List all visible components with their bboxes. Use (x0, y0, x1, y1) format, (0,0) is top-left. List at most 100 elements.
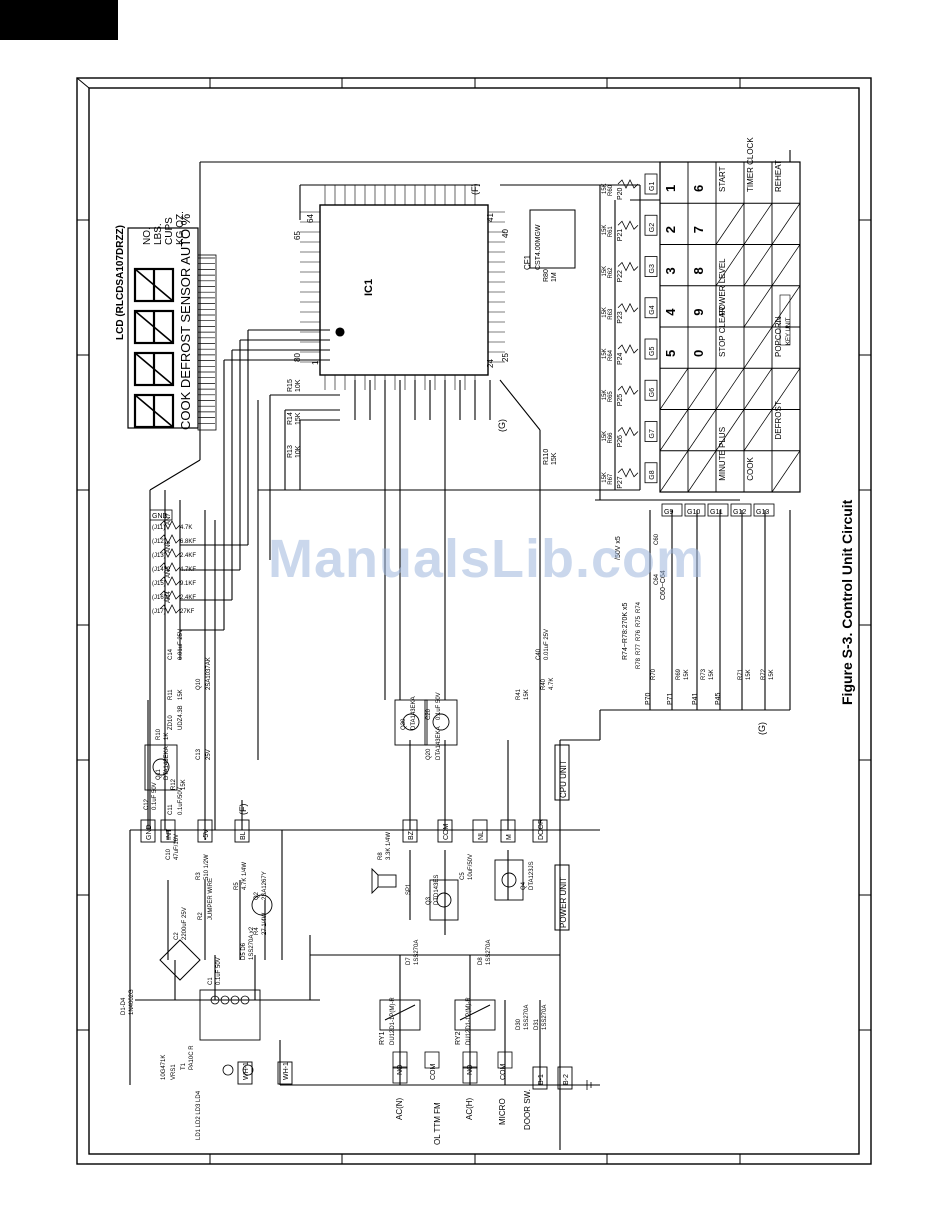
key-row_num1-4: 5 (663, 350, 678, 357)
pw-d30: D30 (516, 1018, 522, 1030)
page-corner-tab (0, 0, 118, 40)
pw-vrs1_val: 10G471K (161, 1055, 167, 1080)
r13-label: R13 (287, 445, 294, 458)
pw-c1_val: 0.1uF 50V (216, 957, 222, 985)
cpu-q11: Q11 (156, 768, 162, 780)
cpu-unit-label: CPU UNIT (559, 760, 568, 798)
gnd-box-label: GND (152, 513, 168, 520)
p41-label: P41 (692, 692, 699, 705)
r73-label: R73 (701, 668, 707, 680)
j-value: 4.7K (180, 525, 192, 531)
keypad-port: P24 (617, 352, 624, 365)
pw-q4_part: DTA123JS (529, 861, 535, 890)
pw-c2: C2 (174, 932, 180, 940)
pw-d7: D7 (406, 957, 412, 965)
cpu-r41_val: 15K (524, 689, 530, 700)
cpu-q30: Q30 (401, 718, 407, 730)
lcd-digit (133, 267, 175, 303)
an4-label: AN4 (166, 591, 172, 603)
ic1-body (319, 204, 489, 376)
cpu-zd10_part: UDZ4.3B (178, 705, 184, 730)
pw-t1_part: PA10C R (189, 1045, 195, 1070)
cpu-q11_part: DTA143EKA (164, 746, 170, 780)
j-value: 27KF (180, 609, 195, 615)
key-row_func1-4: STOP CLEAR (718, 306, 727, 357)
c64-label: C64 (654, 573, 660, 585)
j-value: 2.4KF (180, 595, 196, 601)
pw-r4_val: 27 1/4W (262, 912, 268, 935)
keypad-port: P22 (617, 270, 624, 283)
keypad-res-value: 15K (602, 472, 608, 483)
c60-c64-label: C60~C64 (660, 570, 667, 600)
cpu-c13: C13 (196, 748, 202, 760)
res-15k-1: 15K (709, 669, 715, 680)
pw-q3_part: DTD143ES (434, 875, 440, 905)
r74-label: R74 (636, 601, 642, 613)
key-row_num2-0: 6 (691, 185, 706, 192)
key-row_func3-4: POPCORN (774, 316, 783, 357)
pw-vrs1: VRS1 (171, 1064, 177, 1080)
connector-bz: BZ (408, 830, 415, 840)
cpu-r40_val: 4.7K (549, 678, 555, 690)
key-row_num2-2: 8 (691, 267, 706, 274)
lcd-unit-label: NO. (142, 227, 153, 245)
pw-r5: R5 (234, 882, 240, 890)
keypad-resistor: R61 (608, 226, 614, 238)
lcd-segment-text: COOK DEFROST SENSOR AUTO % (178, 213, 193, 430)
key-row_func3-6: DEFROST (774, 401, 783, 439)
key-row_num2-1: 7 (691, 226, 706, 233)
keypad-g-label: G4 (649, 305, 656, 314)
connector-int: INT (166, 828, 173, 840)
ref-f-bottom: (F) (238, 804, 248, 816)
cpu-r12: R12 (171, 778, 177, 790)
pw-c10_val: 47uF/16V (174, 834, 180, 860)
pw-c5: C5 (460, 872, 466, 880)
res-15k-3: 15K (769, 669, 775, 680)
connector-wh: WH-1 (283, 1062, 290, 1080)
r75-label: R75 (636, 615, 642, 627)
pw-r5_val: 4.7K 1/4W (242, 862, 248, 890)
lcd-unit-label: LBS. (153, 223, 164, 245)
ic1-pin-64: 64 (306, 214, 315, 223)
cf1-label: CF1 (523, 254, 532, 270)
ic1-pin-24: 24 (486, 359, 495, 368)
key-row_num1-0: 1 (663, 185, 678, 192)
watermark: ManualsLib.com (268, 529, 706, 589)
figure-caption: Figure S-3. Control Unit Circuit (839, 499, 855, 705)
cpu-q20_part: DTA143EKA (436, 726, 442, 760)
cpu-q30_part: DTA143EKA (411, 696, 417, 730)
ref-f-top: (F) (470, 184, 480, 196)
r13-value: 10K (295, 445, 302, 458)
cpu-c14: C14 (168, 648, 174, 660)
keypad-resistor: R67 (608, 473, 614, 485)
pw-q2_part: 2SA1267Y (262, 871, 268, 900)
keypad-resistor: R62 (608, 267, 614, 279)
keypad-g-label: G6 (649, 388, 656, 397)
keypad-resistor: R65 (608, 391, 614, 403)
ry1-label: RY1 (379, 1031, 386, 1045)
keypad-port: P25 (617, 394, 624, 407)
keypad-g-label: G5 (649, 347, 656, 356)
r76-label: R76 (636, 629, 642, 641)
pw-q4: Q4 (521, 881, 527, 890)
ac-h-no: NO (467, 1064, 474, 1075)
connector-m: M (506, 834, 513, 840)
ref-g-mid: (G) (497, 419, 507, 432)
j-label: (J17) (152, 609, 166, 615)
res-15k-2: 15K (746, 669, 752, 680)
pw-d5d6_part: 1SS270A x2 (249, 926, 255, 960)
pw-q3: Q3 (426, 896, 432, 905)
micro-com: COM (500, 1064, 507, 1081)
keypad-res-value: 15K (602, 225, 608, 236)
cpu-r10_val: 1K (164, 733, 170, 740)
ry1-part: DU12D1-1P(M)-R (390, 997, 396, 1045)
pw-d5d6: D5 D6 (241, 942, 247, 960)
r80-label: R80 (543, 269, 550, 282)
r110-label: R110 (543, 449, 550, 465)
cpu-c13_val: 25V (206, 749, 212, 760)
lcd-digit (133, 309, 175, 345)
keypad-resistor: R63 (608, 308, 614, 320)
connector-nl: NL (478, 831, 485, 840)
ic1-pin-41: 41 (486, 213, 495, 222)
